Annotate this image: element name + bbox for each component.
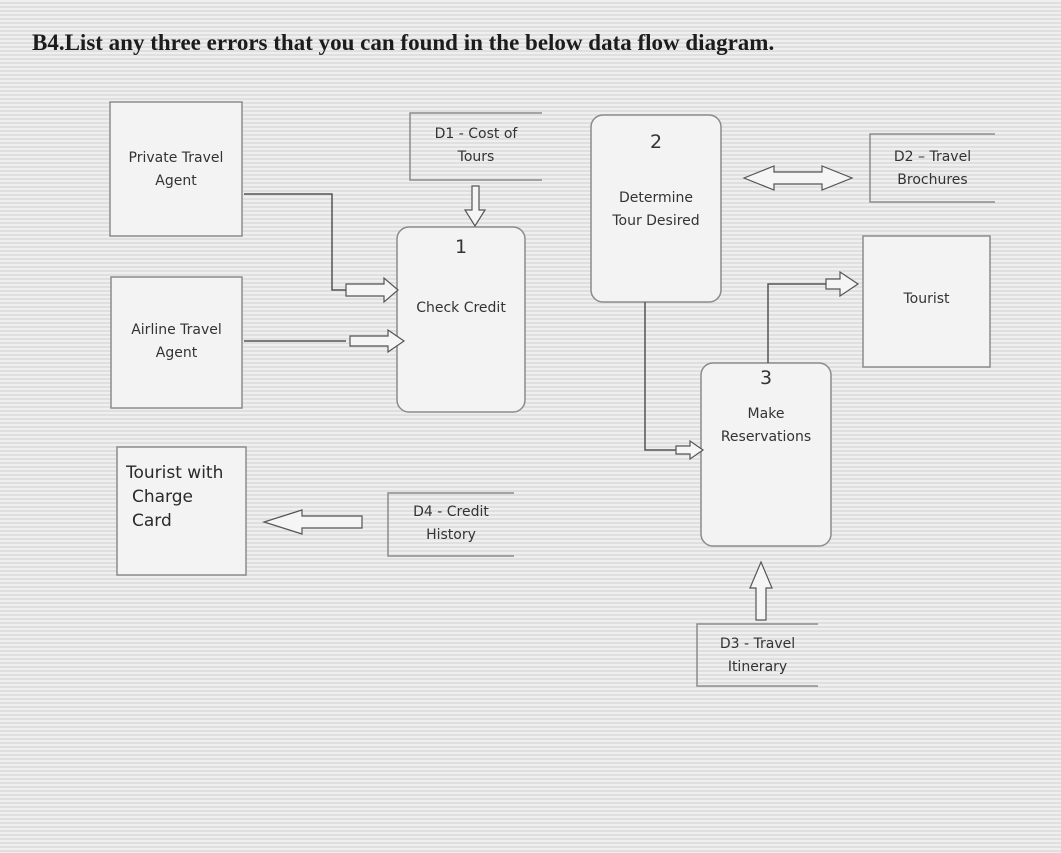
question-heading: B4.List any three errors that you can fo…: [32, 30, 774, 56]
store-d3-outline: [696, 623, 818, 687]
store-d4-outline: [387, 492, 514, 557]
entity-label-airline-travel-agent: Airline Travel Agent: [131, 322, 222, 361]
store-d1-outline: [409, 112, 542, 181]
process-1-label: Check Credit: [416, 300, 506, 316]
process-3-label: Make Reservations: [720, 406, 812, 445]
flow-line-private-agent: [244, 193, 346, 291]
process-2-label: Determine Tour Desired: [612, 190, 700, 229]
flow-line-p3-to-tourist: [767, 283, 826, 363]
arrow-into-process-1-top: [345, 276, 399, 304]
entity-private-travel-agent: [109, 101, 243, 237]
entity-airline-travel-agent: [110, 276, 243, 409]
process-3-make-reservations: [700, 362, 832, 547]
process-2-number: 2: [649, 131, 663, 153]
arrow-to-tourist-with-card: [262, 509, 363, 535]
arrow-d1-to-process-1: [463, 185, 487, 228]
arrow-double-p2-d2: [742, 165, 854, 191]
process-2-determine-tour: [590, 114, 722, 303]
arrow-to-tourist: [825, 270, 860, 298]
question-text: List any three errors that you can found…: [64, 30, 775, 55]
entity-tourist-with-charge-card: [116, 446, 247, 576]
arrow-d3-to-process-3: [749, 560, 773, 621]
store-d1-label: D1 - Cost of Tours: [434, 126, 518, 165]
question-number: B4.: [32, 30, 65, 55]
arrow-into-process-3: [675, 439, 705, 461]
process-1-number: 1: [454, 236, 468, 258]
arrow-into-process-1-bottom: [349, 328, 406, 354]
process-1-check-credit: [396, 226, 526, 413]
store-d2-label: D2 – Travel Brochures: [893, 149, 972, 188]
flow-line-p2-to-p3: [644, 302, 676, 451]
store-d4-label: D4 - Credit History: [413, 504, 489, 543]
entity-label-tourist: Tourist: [903, 291, 950, 307]
entity-label-private-travel-agent: Private Travel Agent: [128, 150, 224, 189]
entity-label-tourist-with-charge-card: Tourist with Charge Card: [126, 463, 224, 531]
entity-tourist: [862, 235, 991, 368]
process-3-number: 3: [759, 367, 773, 389]
store-d2-outline: [869, 133, 995, 203]
store-d3-label: D3 - Travel Itinerary: [719, 636, 796, 675]
